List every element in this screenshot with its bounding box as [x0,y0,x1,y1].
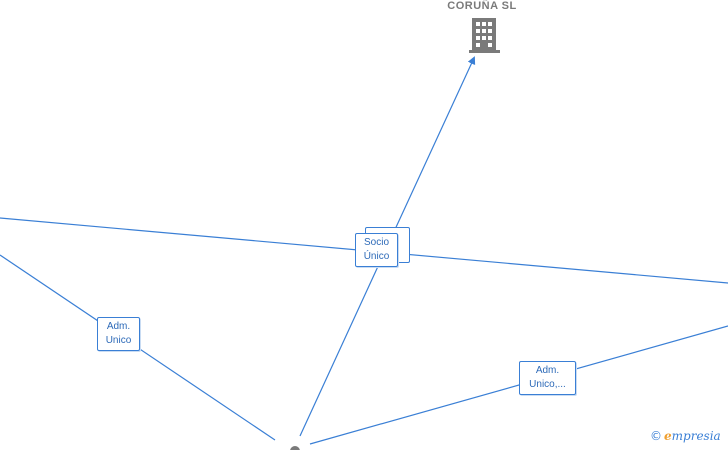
copyright-symbol: © [650,429,662,443]
building-icon[interactable] [469,18,500,53]
edge-bottom-to-socio [299,261,381,437]
edge-label-line1: Adm. [535,365,560,376]
edge-label-socio-unico[interactable]: Socio Único [355,233,398,267]
edge-label-line2: Único [363,251,390,262]
company-name[interactable]: CORUÑA SL [447,0,517,12]
brand-initial: e [664,429,672,443]
person-node-icon[interactable] [290,446,300,450]
edge-label-adm-unico-right[interactable]: Adm. Unico,... [519,361,576,395]
edge-label-line1: Socio [363,237,389,248]
brand-name: mpresia [671,429,721,443]
edge-label-line1: Adm. [106,321,131,332]
edge-label-line2: Unico,... [529,379,566,390]
brand-logo[interactable]: ©empresia [650,429,721,443]
edge-label-line2: Unico [105,335,132,346]
edge-label-adm-unico-left[interactable]: Adm. Unico [97,317,140,351]
